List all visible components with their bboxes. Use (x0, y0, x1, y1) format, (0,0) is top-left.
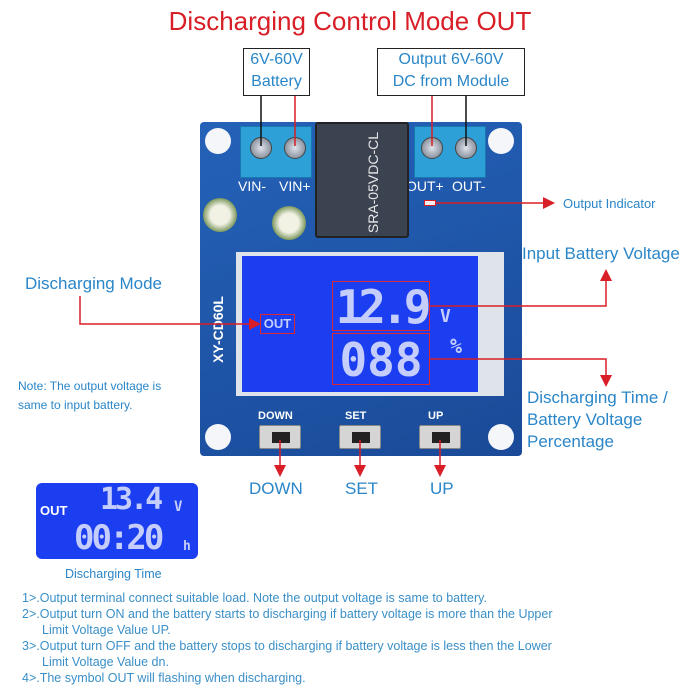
note-line: same to input battery. (18, 398, 133, 412)
output-label-box: Output 6V-60V DC from Module (377, 48, 525, 96)
note-item: 1>.Output terminal connect suitable load… (22, 591, 487, 605)
label-line: Discharging Time / (527, 388, 668, 407)
small-lcd-time: 00:20 (74, 518, 164, 558)
small-lcd-mode: OUT (40, 503, 68, 518)
mount-hole (488, 128, 514, 154)
note-line: Note: The output voltage is (18, 379, 162, 393)
label-line: Battery Voltage (527, 410, 643, 429)
small-lcd-voltage: 13.4 (100, 482, 163, 517)
output-indicator-label: Output Indicator (563, 196, 656, 211)
terminal-out-minus: OUT- (452, 178, 486, 194)
terminal-vin-minus: VIN- (238, 178, 266, 194)
capacitor (203, 198, 237, 232)
board-label-up: UP (428, 410, 444, 422)
board-label-down: DOWN (258, 410, 293, 422)
line-discharging-mode (79, 296, 261, 330)
battery-label-box: 6V-60V Battery (243, 48, 310, 96)
line-discharging-time (430, 358, 612, 387)
lcd-voltage-unit: V (440, 306, 451, 327)
relay: SRA-05VDC-CL (315, 122, 409, 238)
lcd-percentage: 088 (332, 333, 430, 385)
output-range: Output 6V-60V (398, 51, 504, 68)
instructions: 1>.Output terminal connect suitable load… (22, 590, 553, 686)
note-item: 4>.The symbol OUT will flashing when dis… (22, 671, 306, 685)
set-label: SET (345, 479, 379, 498)
discharging-mode-label: Discharging Mode (25, 274, 163, 293)
note-item: 3>.Output turn OFF and the battery stops… (22, 639, 552, 653)
lcd-voltage: 12.9 (332, 281, 430, 331)
output-indicator-led (424, 200, 436, 206)
capacitor (272, 206, 306, 240)
lcd-display (242, 256, 478, 392)
battery-range: 6V-60V (250, 51, 303, 68)
note-item: 2>.Output turn ON and the battery starts… (22, 607, 553, 621)
line-input-voltage (430, 269, 612, 307)
terminal-vin-plus: VIN+ (279, 178, 311, 194)
label-line: Percentage (527, 432, 614, 451)
small-lcd (36, 483, 198, 559)
discharging-time-label: Discharging Time / Battery Voltage Perce… (527, 387, 668, 453)
small-lcd-voltage-unit: V (174, 499, 183, 515)
output-text: DC from Module (392, 73, 510, 90)
note-item-cont: Limit Voltage Value dn. (42, 655, 169, 669)
note-text: Note: The output voltage is same to inpu… (18, 377, 161, 415)
lcd-percent-unit: % (450, 334, 463, 358)
mount-hole (205, 128, 231, 154)
down-label: DOWN (249, 479, 303, 498)
terminal-out-plus: OUT+ (406, 178, 444, 194)
small-lcd-caption: Discharging Time (65, 567, 162, 581)
input-battery-voltage-label: Input Battery Voltage (522, 244, 680, 263)
mount-hole (205, 424, 231, 450)
note-item-cont: Limit Voltage Value UP. (42, 623, 171, 637)
mount-hole (488, 424, 514, 450)
page-title: Discharging Control Mode OUT (168, 6, 532, 36)
up-label: UP (430, 479, 454, 498)
board-label-set: SET (345, 410, 367, 422)
small-lcd-time-unit: h (183, 539, 191, 554)
battery-text: Battery (251, 73, 302, 90)
